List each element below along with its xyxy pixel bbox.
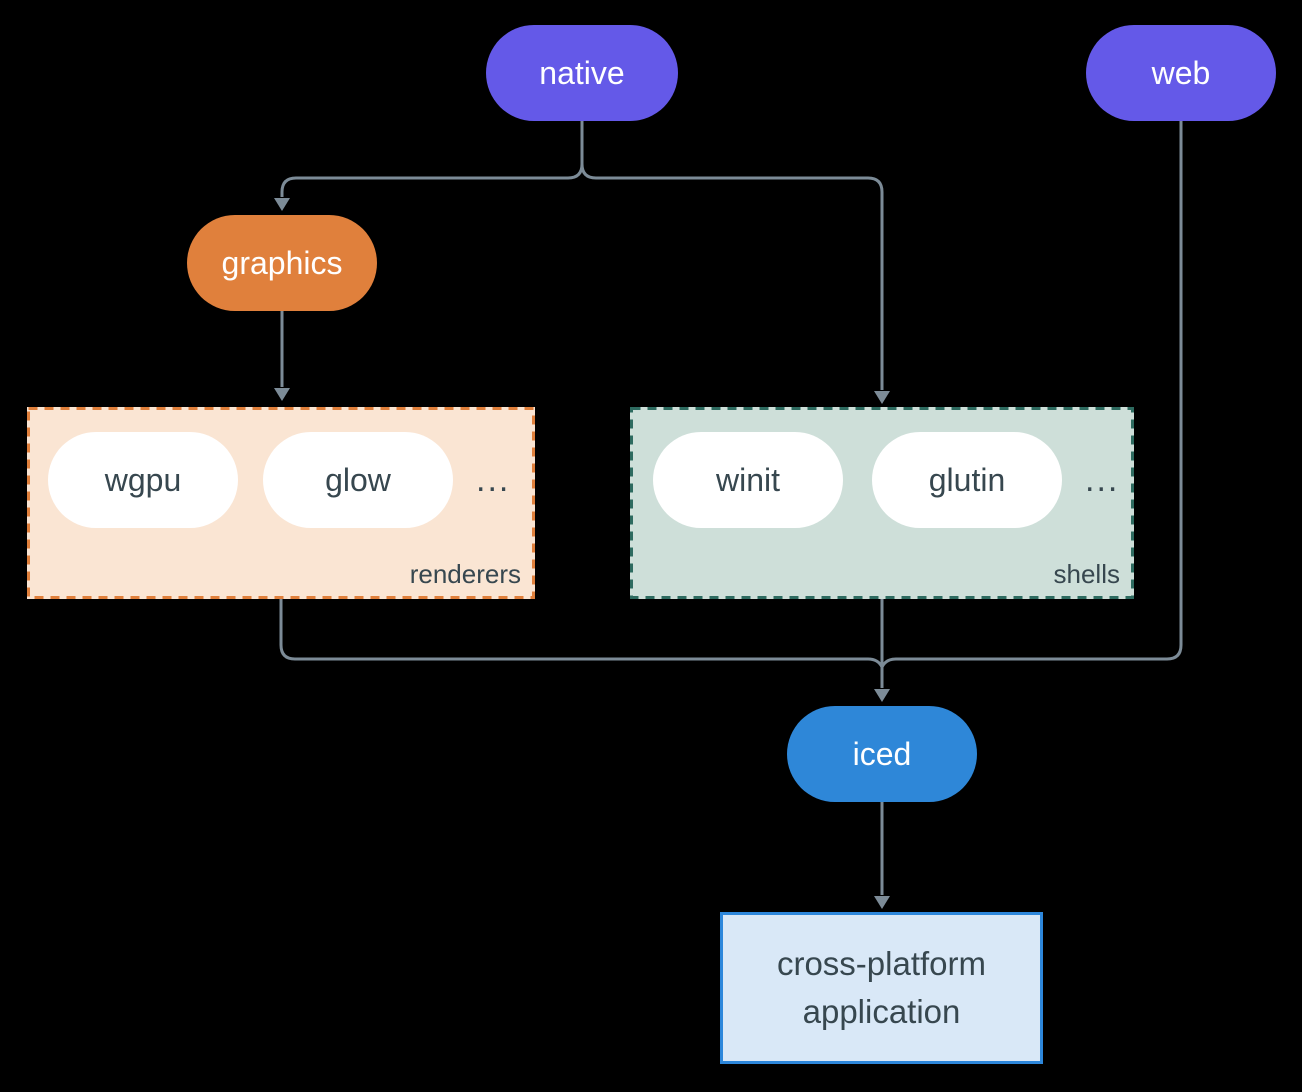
node-winit-label: winit xyxy=(715,461,780,498)
node-native-label: native xyxy=(539,54,625,91)
shells-group-label: shells xyxy=(1053,559,1120,589)
shells-ellipsis: ... xyxy=(1085,460,1120,499)
connector-native-graphics xyxy=(280,121,584,197)
renderers-ellipsis: ... xyxy=(476,460,511,499)
node-web: web xyxy=(1086,25,1276,121)
node-web-label: web xyxy=(1151,54,1211,91)
arrow-iced-application xyxy=(874,896,890,909)
node-graphics: graphics xyxy=(187,215,377,311)
node-glutin: glutin xyxy=(872,432,1062,528)
application-label-line2: application xyxy=(802,993,961,1030)
arrow-graphics-renderers xyxy=(274,388,290,401)
arrow-native-shells xyxy=(874,391,890,404)
node-iced-label: iced xyxy=(852,735,912,772)
connector-renderers-merge xyxy=(279,599,884,668)
node-native: native xyxy=(486,25,678,121)
node-winit: winit xyxy=(653,432,843,528)
shells-group: winit glutin ... shells xyxy=(630,407,1134,599)
node-iced: iced xyxy=(787,706,977,802)
arrow-merge-iced xyxy=(874,689,890,702)
renderers-group: wgpu glow ... renderers xyxy=(27,407,535,599)
renderers-group-label: renderers xyxy=(409,559,521,589)
node-graphics-label: graphics xyxy=(221,244,343,281)
node-glow: glow xyxy=(263,432,453,528)
connector-native-shells xyxy=(580,121,884,390)
node-application: cross-platform application xyxy=(720,912,1043,1064)
application-label-line1: cross-platform xyxy=(776,945,987,982)
node-glow-label: glow xyxy=(325,461,391,498)
node-wgpu: wgpu xyxy=(48,432,238,528)
node-wgpu-label: wgpu xyxy=(104,461,182,498)
node-glutin-label: glutin xyxy=(928,461,1006,498)
arrow-native-graphics xyxy=(274,198,290,211)
